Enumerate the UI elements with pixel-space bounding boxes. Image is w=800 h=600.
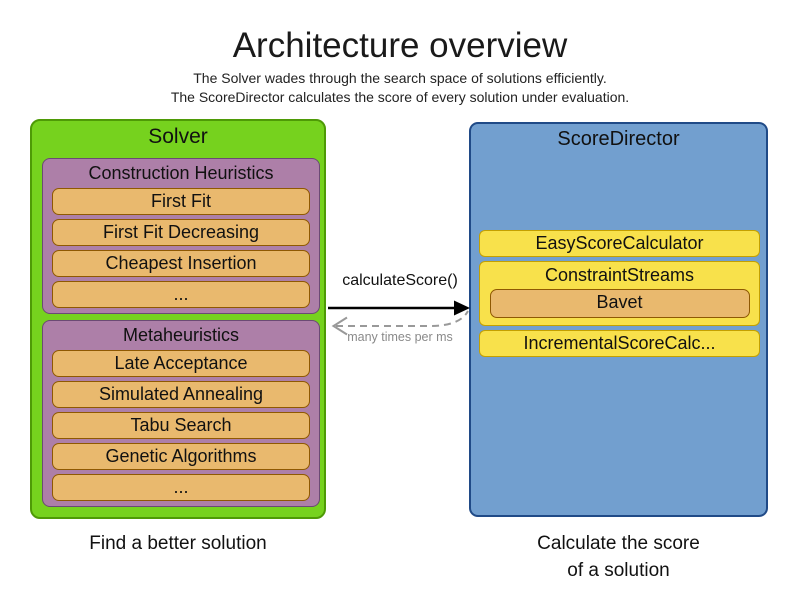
algo-item-first-fit-decreasing: First Fit Decreasing [52,219,310,246]
score-director-box: ScoreDirector EasyScoreCalculator Constr… [469,122,768,517]
solver-caption: Find a better solution [89,533,267,554]
algo-item-first-fit: First Fit [52,188,310,215]
construction-heuristics-group: Construction Heuristics First Fit First … [42,158,320,314]
algo-item-late-acceptance: Late Acceptance [52,350,310,377]
calculate-score-arrow [328,300,470,316]
algo-item-ch-ellipsis: ... [52,281,310,308]
algo-item-genetic-algorithms: Genetic Algorithms [52,443,310,470]
score-director-title: ScoreDirector [557,128,680,150]
page-title: Architecture overview [232,26,568,65]
constraint-streams-box: ConstraintStreams Bavet [479,261,760,326]
metaheuristics-title: Metaheuristics [122,325,240,345]
score-director-caption: Calculate the score of a solution [469,530,768,584]
score-director-caption-line-1: Calculate the score [537,533,700,554]
subtitle-line-2: The ScoreDirector calculates the score o… [170,88,630,105]
construction-heuristics-title: Construction Heuristics [88,163,274,183]
incremental-score-calculator-box: IncrementalScoreCalc... [479,330,760,357]
constraint-streams-title: ConstraintStreams [544,265,695,285]
many-times-label: many times per ms [347,330,453,344]
algo-item-cheapest-insertion: Cheapest Insertion [52,250,310,277]
algo-item-tabu-search: Tabu Search [52,412,310,439]
easy-score-calculator-box: EasyScoreCalculator [479,230,760,257]
page-subtitle: The Solver wades through the search spac… [0,69,800,106]
score-director-caption-line-2: of a solution [567,560,670,581]
metaheuristics-group: Metaheuristics Late Acceptance Simulated… [42,320,320,507]
algo-item-mh-ellipsis: ... [52,474,310,501]
bavet-box: Bavet [489,289,750,318]
algo-item-simulated-annealing: Simulated Annealing [52,381,310,408]
calculate-score-label: calculateScore() [342,272,458,289]
solver-box: Solver Construction Heuristics First Fit… [30,119,326,519]
solver-title: Solver [148,125,208,148]
subtitle-line-1: The Solver wades through the search spac… [193,70,607,86]
